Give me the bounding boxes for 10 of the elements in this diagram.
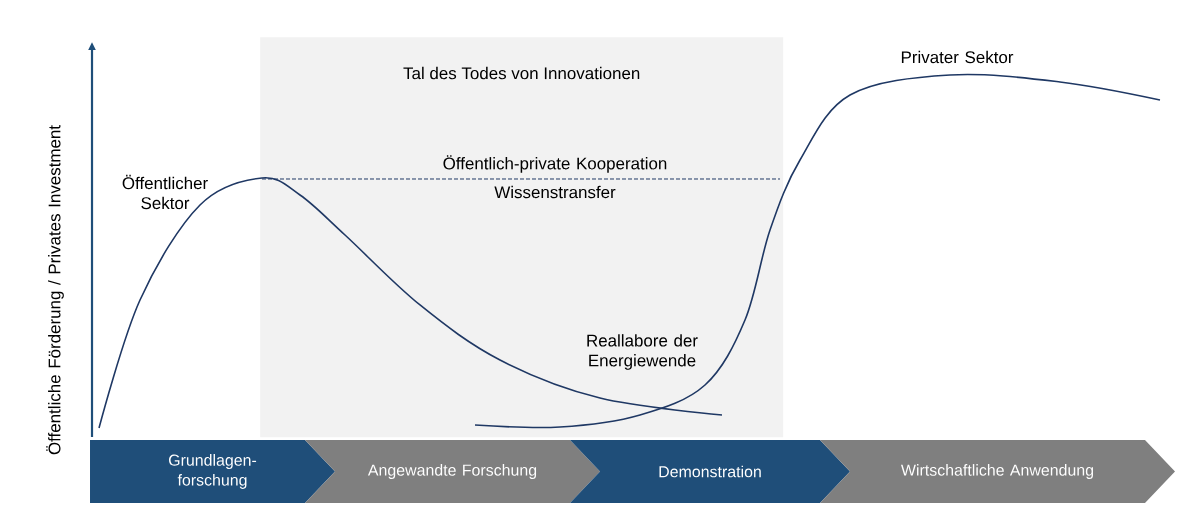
axis-label: Öffentliche Förderung / Privates Investment bbox=[46, 125, 64, 455]
transfer-label: Wissenstransfer bbox=[494, 185, 616, 199]
process-step: Angewandte Forschung bbox=[305, 440, 600, 503]
process-step: Grundlagen- forschung bbox=[90, 440, 335, 503]
curve-label: Reallabore der Energiewende bbox=[587, 334, 698, 370]
curve-label: Privater Sektor bbox=[901, 50, 1014, 64]
process-step: Wirtschaftliche Anwendung bbox=[820, 440, 1175, 503]
process-step: Demonstration bbox=[570, 440, 850, 503]
cooperation-label: Öffentlich-private Kooperation bbox=[443, 155, 667, 173]
curve-label: Öffentlicher Sektor bbox=[122, 174, 208, 210]
